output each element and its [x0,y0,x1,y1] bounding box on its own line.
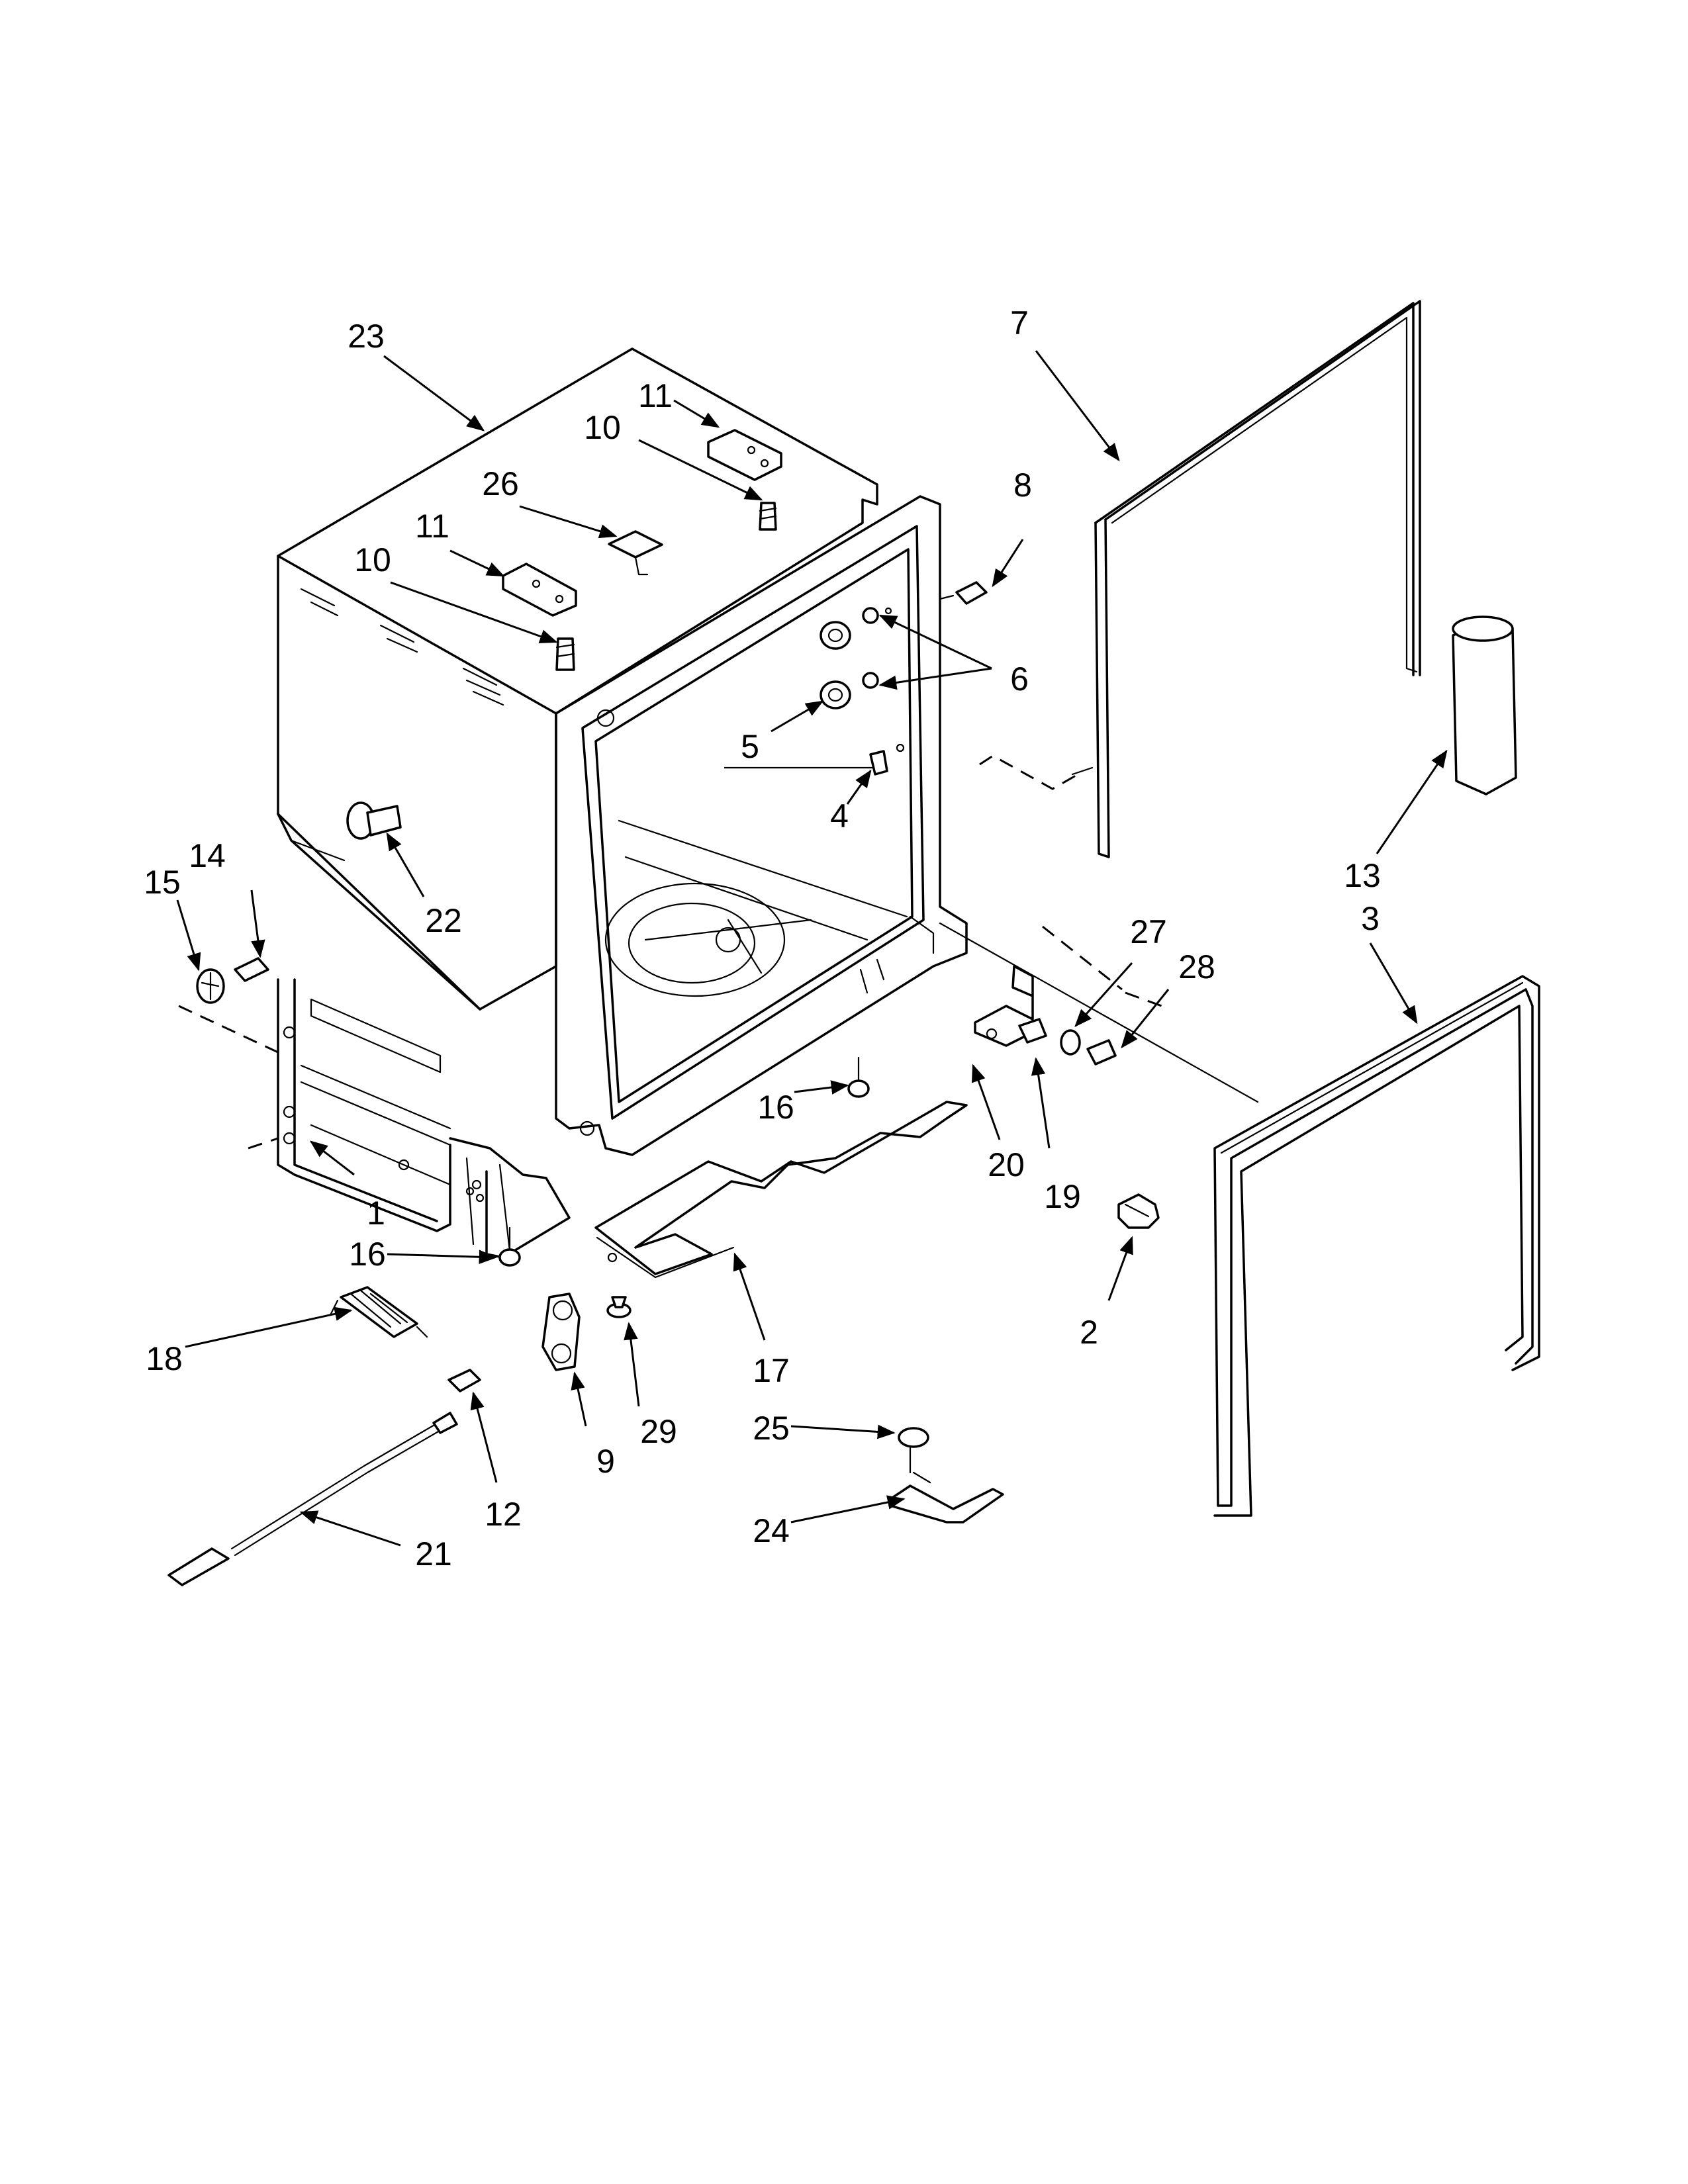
callout-14: 14 [189,837,226,874]
callout-8: 8 [1013,467,1032,504]
tub-assembly [277,347,968,1259]
callout-11-lower: 11 [415,508,449,545]
part-26-clip [608,530,663,576]
callout-24: 24 [753,1512,790,1549]
callout-6: 6 [1010,660,1029,698]
part-4-stop [869,743,905,776]
callout-22: 22 [425,902,462,939]
callout-18: 18 [146,1340,183,1377]
part-28-screw [1086,1039,1117,1066]
callout-13: 13 [1344,857,1381,894]
callout-20: 20 [988,1146,1025,1183]
callout-2: 2 [1080,1314,1098,1351]
callout-29: 29 [640,1413,677,1450]
callout-17: 17 [753,1352,790,1389]
part-17-panel [594,1101,968,1279]
part-5-rollers [820,621,851,709]
callout-26: 26 [482,465,519,502]
callout-10-lower: 10 [354,541,391,578]
part-6-washers [862,607,892,689]
part-11-hinge-bracket-upper [707,429,782,481]
callout-28: 28 [1178,948,1215,985]
callout-3: 3 [1361,900,1380,937]
part-27-clip [1060,1029,1081,1056]
part-18-spring [330,1286,428,1338]
part-29-plug [606,1296,632,1318]
callout-16-lower: 16 [349,1236,386,1273]
part-9-guide [541,1293,581,1371]
callout-4: 4 [830,797,849,835]
part-15-nut [196,968,225,1004]
part-7-door-gasket [1094,300,1421,858]
assembly-guide-lines [178,754,1259,1150]
part-10-screw-lower [555,637,575,671]
callout-19: 19 [1044,1178,1081,1215]
part-13-tube [1452,615,1517,796]
part-8-screw [939,581,988,605]
callout-7: 7 [1010,304,1029,341]
part-25-sensor [898,1427,929,1474]
callout-27: 27 [1130,913,1167,950]
part-3-tub-gasket [1213,975,1540,1517]
part-2-clip [1117,1193,1160,1229]
callout-15: 15 [144,864,181,901]
callout-25: 25 [753,1410,790,1447]
part-12-screw [447,1369,481,1392]
part-16-foot-lower [498,1226,521,1267]
callout-9: 9 [596,1443,615,1480]
callout-16-upper: 16 [757,1089,794,1126]
part-14-screw [234,957,269,982]
part-22-plug [346,801,402,840]
callout-12: 12 [485,1496,522,1533]
part-10-screw-upper [759,502,777,531]
leader-arrows [176,350,1448,1547]
part-16-foot-upper [847,1056,870,1098]
callout-23: 23 [348,318,385,355]
callout-21: 21 [415,1535,452,1572]
callout-10-upper: 10 [584,409,621,446]
callout-5: 5 [741,728,759,765]
callout-labels: 23 11 10 26 11 10 7 8 6 5 4 22 13 3 27 2… [144,304,1381,1572]
part-24-bracket [889,1471,1004,1524]
callout-11-upper: 11 [638,377,673,414]
part-11-hinge-bracket-lower [502,563,577,617]
part-21-wire [167,1412,458,1586]
callout-1: 1 [367,1195,385,1232]
part-19-screw [1018,1018,1047,1044]
